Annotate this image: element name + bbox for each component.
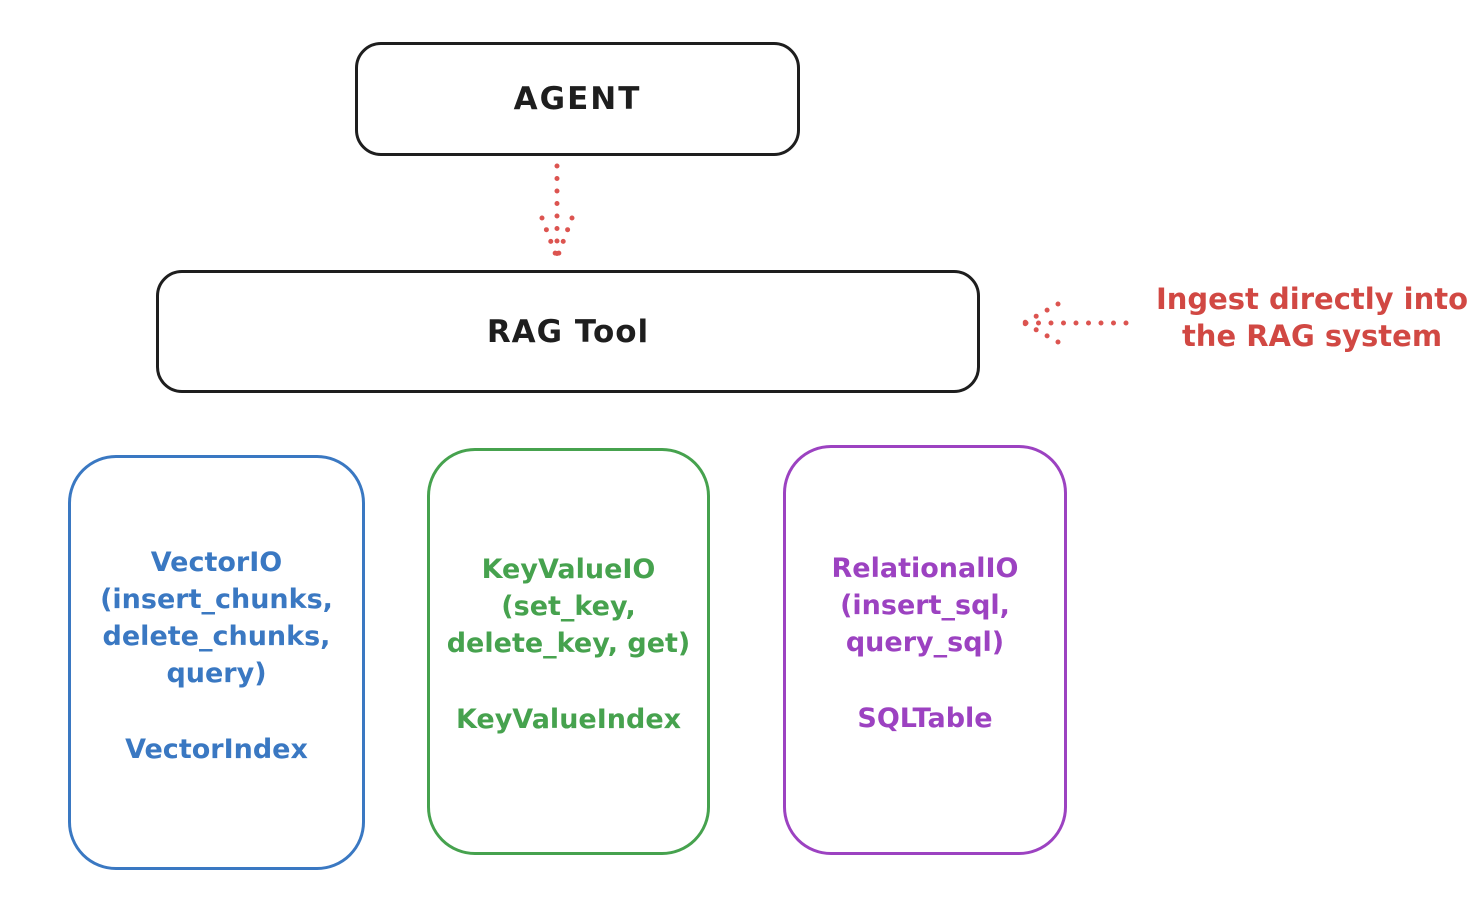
vector-io-card-content: VectorIO (insert_chunks, delete_chunks, … <box>71 458 362 768</box>
vector-io-title-line: query) <box>166 658 267 689</box>
arrow-agent-to-rag-icon <box>539 163 575 261</box>
relational-io-title-line: query_sql) <box>845 627 1005 658</box>
vector-io-card: VectorIO (insert_chunks, delete_chunks, … <box>68 455 365 870</box>
vector-io-title-line: (insert_chunks, <box>100 584 333 615</box>
keyvalue-io-card-content: KeyValueIO (set_key, delete_key, get) Ke… <box>430 451 707 738</box>
relational-io-title-line: RelationalIO <box>831 553 1019 584</box>
keyvalue-io-title-line: (set_key, <box>501 591 636 622</box>
keyvalue-io-title-line: KeyValueIO <box>481 554 656 585</box>
keyvalue-index-label: KeyValueIndex <box>455 704 682 735</box>
rag-tool-node-label: RAG Tool <box>486 313 650 350</box>
vector-index-label: VectorIndex <box>125 734 308 765</box>
ingest-annotation-line2: the RAG system <box>1181 319 1443 353</box>
relational-io-card: RelationalIO (insert_sql, query_sql) SQL… <box>783 445 1067 855</box>
keyvalue-io-card: KeyValueIO (set_key, delete_key, get) Ke… <box>427 448 710 855</box>
vector-io-title-line: delete_chunks, <box>102 621 331 652</box>
arrow-ingest-to-rag-icon <box>1021 301 1129 345</box>
sql-table-label: SQLTable <box>857 703 993 734</box>
ingest-annotation: Ingest directly into the RAG system <box>1140 281 1484 355</box>
agent-node: AGENT <box>355 42 800 156</box>
ingest-annotation-line1: Ingest directly into <box>1155 282 1469 316</box>
vector-io-title-line: VectorIO <box>150 547 283 578</box>
keyvalue-io-title-line: delete_key, get) <box>446 628 691 659</box>
relational-io-title-line: (insert_sql, <box>840 590 1010 621</box>
agent-node-label: AGENT <box>513 81 642 117</box>
rag-tool-node: RAG Tool <box>156 270 980 393</box>
relational-io-card-content: RelationalIO (insert_sql, query_sql) SQL… <box>786 448 1064 737</box>
